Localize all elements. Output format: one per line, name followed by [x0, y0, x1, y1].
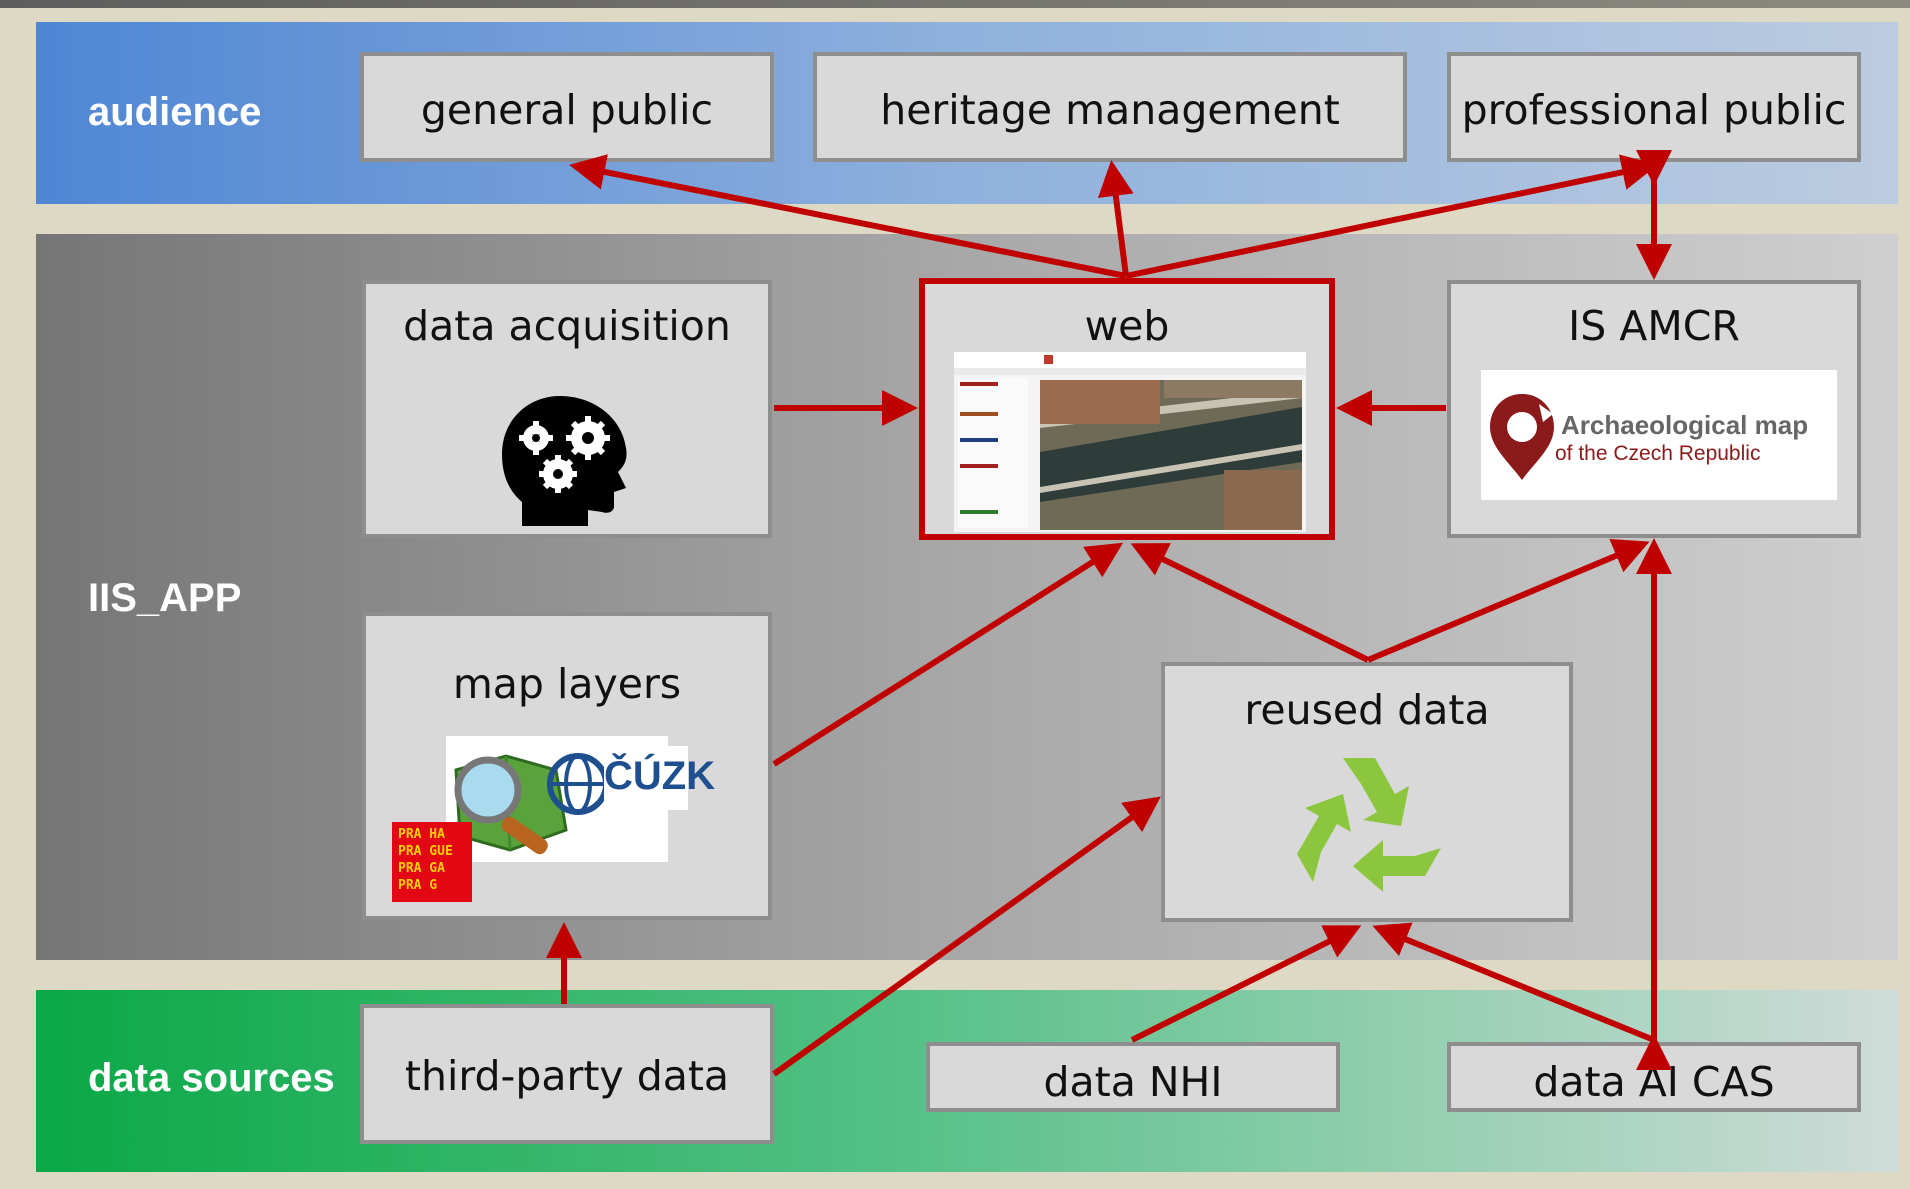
arrow-third-party-to-reused [772, 796, 1161, 1077]
sources-label: data sources [88, 1056, 335, 1100]
top-bar [0, 0, 1910, 8]
web-box[interactable]: web [919, 278, 1335, 540]
general-public-box: general public [360, 52, 774, 162]
brain-gears-icon [502, 396, 627, 526]
amcr-logo-line1: Archaeological map [1561, 410, 1809, 440]
app-label: IIS_APP [88, 576, 242, 620]
map-magnifier-icon [454, 754, 568, 855]
web-label: web [1084, 302, 1170, 350]
reused-data-label: reused data [1244, 686, 1490, 734]
arrow-reused-to-web [1130, 543, 1370, 663]
heritage-management-box: heritage management [813, 52, 1407, 162]
arrow-web-to-general-public [569, 154, 1127, 279]
third-party-data-label: third-party data [404, 1052, 730, 1100]
web-screenshot-thumbnail [954, 352, 1306, 532]
data-acquisition-label: data acquisition [403, 302, 731, 350]
heritage-management-label: heritage management [880, 86, 1340, 134]
prague-line-1: PRA HA [398, 827, 445, 842]
arrow-ai-cas-to-reused [1372, 922, 1656, 1043]
arrow-nhi-to-reused [1130, 925, 1362, 1043]
prague-logo: PRA HA PRA GUE PRA GA PRA G [392, 822, 472, 902]
amcr-pin-icon [1490, 394, 1554, 480]
map-layers-label: map layers [452, 660, 682, 708]
third-party-data-box: third-party data [360, 1004, 774, 1144]
audience-label: audience [88, 90, 262, 134]
cuzk-logo: ČÚZK [604, 746, 715, 810]
general-public-label: general public [420, 86, 714, 134]
arrow-map-layers-to-web [772, 542, 1124, 767]
is-amcr-label: IS AMCR [1568, 302, 1740, 350]
map-layers-box: map layers ČÚZK PRA HA PRA GUE PRA GA PR… [362, 612, 772, 920]
cuzk-text: ČÚZK [604, 754, 716, 798]
arrow-web-to-heritage-management [1097, 160, 1134, 277]
prague-line-3: PRA GA [398, 861, 445, 876]
professional-public-label: professional public [1461, 86, 1847, 134]
arrow-reused-to-amcr [1366, 539, 1650, 663]
professional-public-box: professional public [1447, 52, 1861, 162]
is-amcr-box: IS AMCR Archaeological map of the Czech … [1447, 280, 1861, 538]
data-nhi-box: data NHI [926, 1042, 1340, 1112]
prague-line-2: PRA GUE [398, 844, 453, 859]
data-acquisition-box: data acquisition [362, 280, 772, 538]
amcr-logo: Archaeological map of the Czech Republic [1481, 370, 1837, 500]
prague-line-4: PRA G [398, 878, 438, 893]
data-nhi-label: data NHI [1043, 1058, 1223, 1106]
recycle-icon [1297, 758, 1441, 892]
reused-data-box: reused data [1161, 662, 1573, 922]
arrow-web-to-professional-public [1125, 154, 1658, 279]
amcr-logo-line2: of the Czech Republic [1555, 442, 1761, 465]
